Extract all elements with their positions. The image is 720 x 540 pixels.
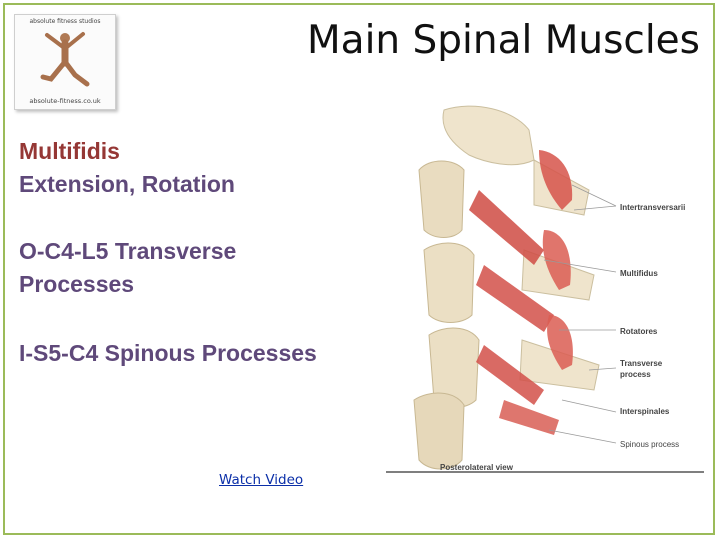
illustration-caption: Posterolateral view (440, 463, 514, 472)
label-multifidus: Multifidus (620, 269, 658, 278)
insertion-text: I-S5-C4 Spinous Processes (19, 340, 317, 366)
muscle-shapes (469, 150, 573, 435)
label-intertransversarii: Intertransversarii (620, 203, 685, 212)
muscle-action: Extension, Rotation (19, 171, 235, 197)
logo-bottom-text: absolute-fitness.co.uk (29, 97, 101, 105)
logo: absolute fitness studios absolute-fitnes… (14, 14, 116, 110)
label-rotatores: Rotatores (620, 327, 658, 336)
label-process: process (620, 370, 651, 379)
watch-video-link[interactable]: Watch Video (219, 472, 304, 488)
athlete-figure-icon (40, 32, 90, 87)
muscle-name: Multifidis (19, 138, 120, 164)
spine-muscle-illustration: Intertransversarii Multifidus Rotatores … (386, 105, 704, 473)
slide-title: Main Spinal Muscles (307, 18, 700, 63)
logo-top-text: absolute fitness studios (29, 18, 101, 25)
leader-lines (543, 184, 617, 444)
slide-border (3, 3, 715, 535)
origin-line-2: Processes (19, 271, 135, 297)
label-interspinales: Interspinales (620, 407, 670, 416)
label-transverse: Transverse (620, 359, 663, 368)
illustration-labels: Intertransversarii Multifidus Rotatores … (440, 203, 685, 472)
label-spinous-process: Spinous process (620, 440, 679, 449)
origin-line-1: O-C4-L5 Transverse (19, 238, 237, 264)
